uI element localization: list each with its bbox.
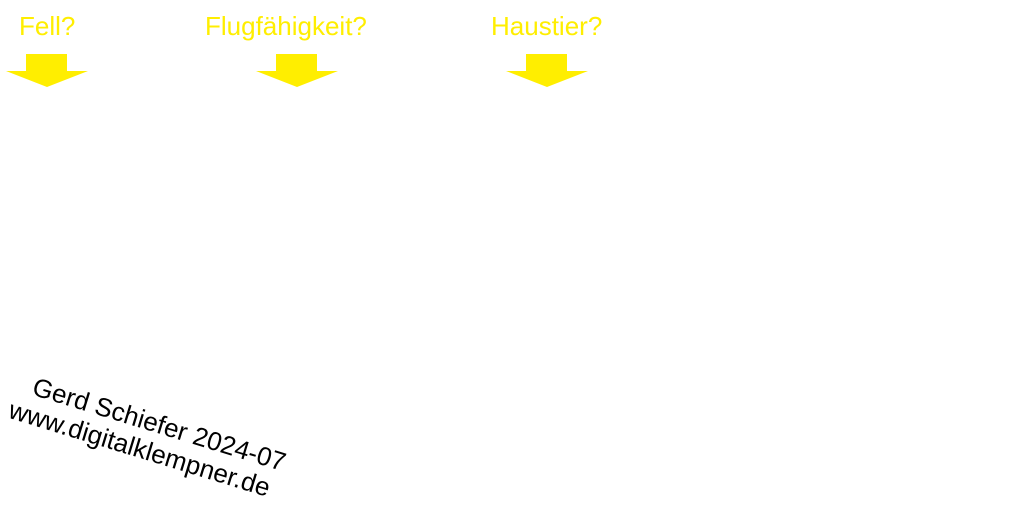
question-haustier: Haustier? bbox=[491, 11, 603, 41]
down-arrow-icon bbox=[6, 54, 88, 87]
down-arrow-icon bbox=[506, 54, 588, 87]
credit-block: Gerd Schiefer 2024-07 www.digitalklempne… bbox=[5, 370, 336, 519]
question-flugfaehigkeit: Flugfähigkeit? bbox=[205, 11, 367, 41]
down-arrow-icon bbox=[256, 54, 338, 87]
question-fell: Fell? bbox=[19, 11, 76, 41]
